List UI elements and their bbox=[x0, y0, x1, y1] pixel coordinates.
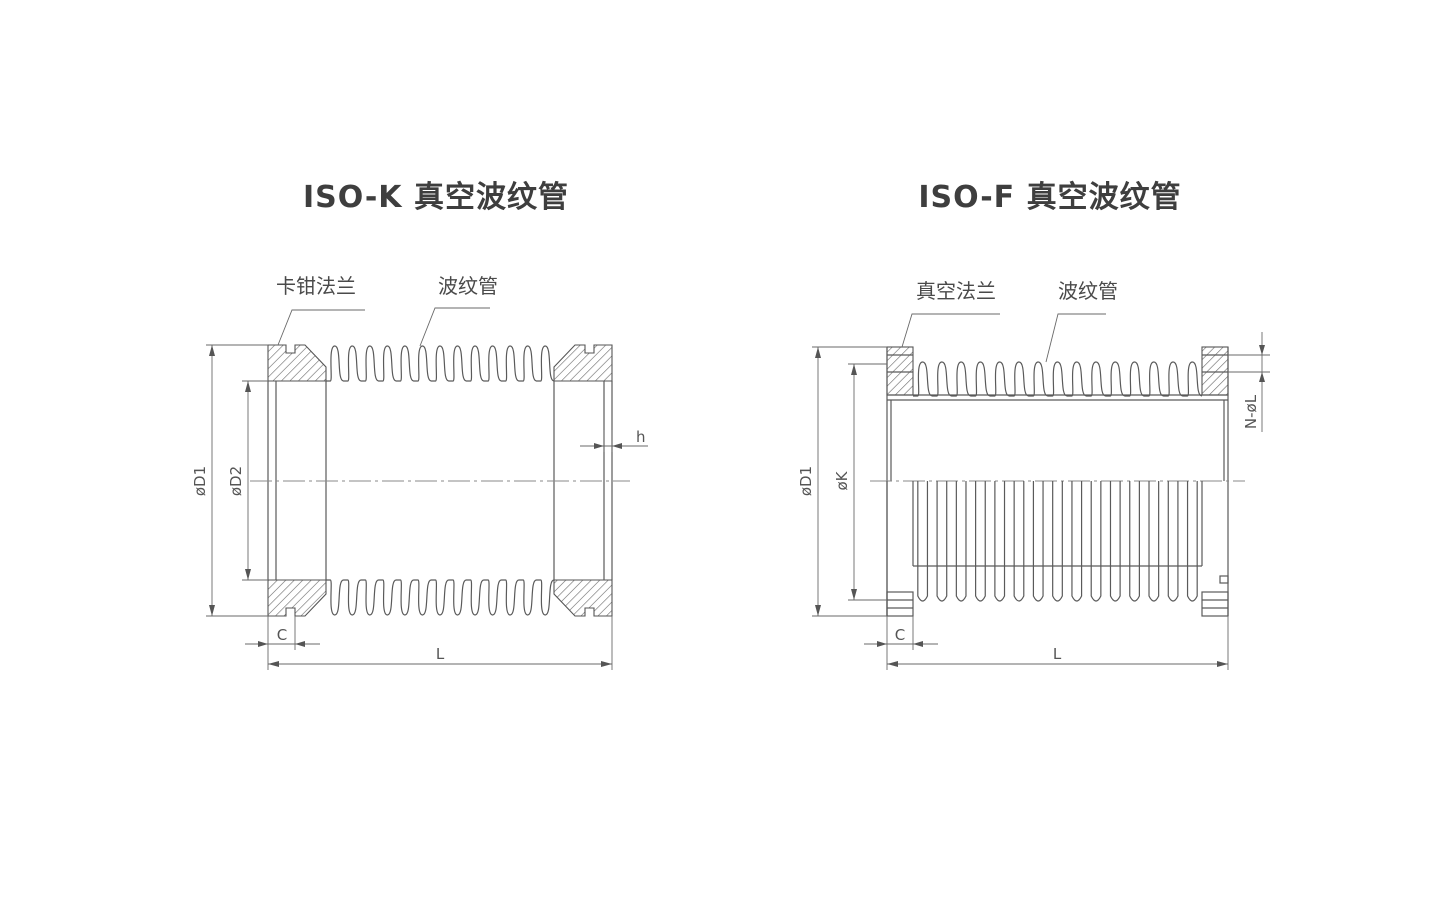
iso-f-title: ISO-F 真空波纹管 bbox=[918, 180, 1182, 215]
iso-k-drawing: 卡钳法兰 波纹管 øD1 øD2 h C bbox=[191, 274, 648, 670]
iso-f-c-label: C bbox=[895, 626, 905, 644]
iso-k-bellows-top bbox=[326, 345, 555, 382]
iso-k-l-label: L bbox=[436, 645, 445, 663]
iso-k-title: ISO-K 真空波纹管 bbox=[303, 180, 569, 215]
iso-f-right-flange-top bbox=[1201, 346, 1229, 396]
iso-f-bellows-top bbox=[913, 361, 1203, 397]
iso-f-flange-callout: 真空法兰 bbox=[916, 279, 996, 303]
iso-f-drawing: 真空法兰 波纹管 øD1 øK N-øL C bbox=[797, 279, 1270, 670]
iso-f-l-label: L bbox=[1053, 645, 1062, 663]
iso-k-left-flange-bottom bbox=[267, 579, 327, 617]
iso-k-d2-label: øD2 bbox=[227, 466, 245, 496]
iso-k-right-flange-top bbox=[553, 344, 613, 382]
iso-f-nl-label: N-øL bbox=[1242, 394, 1260, 429]
iso-k-h-label: h bbox=[636, 428, 646, 446]
iso-f-d1-label: øD1 bbox=[797, 466, 815, 496]
iso-f-k-label: øK bbox=[833, 470, 851, 490]
iso-k-bellows-bottom bbox=[326, 579, 555, 616]
iso-f-left-flange-top bbox=[886, 346, 914, 396]
iso-f-bellows-callout: 波纹管 bbox=[1058, 279, 1118, 303]
iso-k-c-label: C bbox=[277, 626, 287, 644]
iso-k-d1-label: øD1 bbox=[191, 466, 209, 496]
iso-k-flange-callout: 卡钳法兰 bbox=[276, 274, 356, 298]
iso-f-bellows-outer-view bbox=[886, 481, 1203, 616]
iso-k-left-flange-top bbox=[267, 344, 327, 382]
iso-k-bellows-callout: 波纹管 bbox=[438, 274, 498, 298]
iso-k-right-flange-bottom bbox=[553, 579, 613, 617]
